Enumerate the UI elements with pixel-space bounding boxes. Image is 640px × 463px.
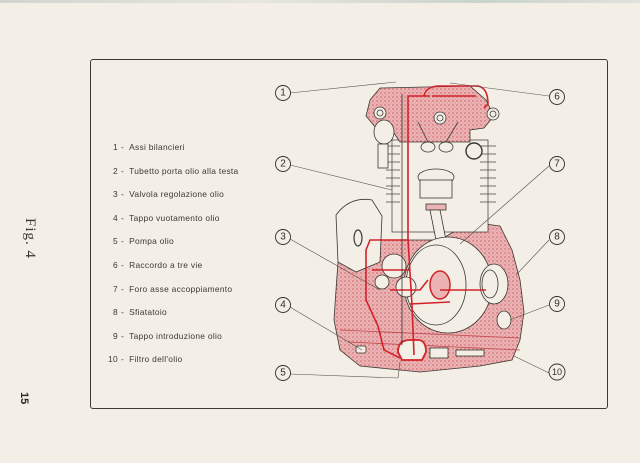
legend-number: 9 <box>113 330 118 341</box>
legend-label: Raccordo a tre vie <box>129 259 203 270</box>
legend-item: 2-Tubetto porta olio alla testa <box>104 166 239 190</box>
exhaust-port <box>465 142 483 160</box>
cover-port <box>353 229 363 247</box>
legend-number: 7 <box>113 283 118 294</box>
legend-number: 1 <box>113 142 118 152</box>
svg-text:9: 9 <box>554 299 560 310</box>
legend-number: 8 <box>113 307 118 318</box>
legend-item: 6-Raccordo a tre vie <box>104 260 239 284</box>
callout-9: 9 <box>549 296 565 312</box>
legend-item: 5-Pompa olio <box>104 236 239 260</box>
svg-text:5: 5 <box>280 368 286 379</box>
legend-number: 10 <box>108 354 118 365</box>
svg-text:7: 7 <box>554 159 560 170</box>
callout-1: 1 <box>275 85 291 101</box>
legend-number: 2 <box>113 165 118 176</box>
svg-text:8: 8 <box>554 232 560 243</box>
gear-right <box>479 263 509 305</box>
legend-item: 4-Tappo vuotamento olio <box>104 213 239 237</box>
legend-label: Sfiatatoio <box>129 307 168 318</box>
legend-label: Tappo introduzione olio <box>129 330 223 341</box>
valves <box>417 121 459 153</box>
flywheel <box>403 236 493 334</box>
legend-label: Tubetto porta olio alla testa <box>129 165 239 176</box>
legend-number: 6 <box>113 259 118 270</box>
legend-item: 9-Tappo introduzione olio <box>104 331 239 355</box>
legend-label: Filtro dell'olio <box>129 354 183 365</box>
legend-item: 10-Filtro dell'olio <box>104 354 239 378</box>
callout-4: 4 <box>275 297 291 313</box>
legend-item: 7-Foro asse accoppiamento <box>104 284 239 308</box>
svg-text:2: 2 <box>280 159 286 170</box>
legend-label: Valvola regolazione olio <box>129 189 225 200</box>
timing-cover <box>335 198 383 273</box>
legend-number: 3 <box>113 189 118 200</box>
callout-5: 5 <box>275 365 291 381</box>
oil-circuit <box>365 85 489 359</box>
callout-7: 7 <box>549 156 565 172</box>
legend-item: 1-Assi bilancieri <box>104 142 239 166</box>
page-top-edge <box>0 0 640 3</box>
oil-pump <box>397 339 427 361</box>
callout-3: 3 <box>275 229 291 245</box>
legend-label: Assi bilancieri <box>129 142 185 152</box>
svg-text:3: 3 <box>280 232 286 243</box>
svg-text:10: 10 <box>552 367 562 377</box>
legend-label: Pompa olio <box>129 236 174 247</box>
legend-label: Foro asse accoppiamento <box>129 283 233 294</box>
sump <box>339 329 521 351</box>
oil-filler-cap <box>496 310 512 330</box>
figure-frame <box>90 59 608 409</box>
leader-lines <box>289 81 550 379</box>
legend-label: Tappo vuotamento olio <box>129 212 220 223</box>
valve-springs <box>373 106 500 125</box>
callout-10: 10 <box>548 363 566 381</box>
oil-filter <box>429 347 485 359</box>
svg-text:6: 6 <box>554 92 560 103</box>
legend: 1-Assi bilancieri 2-Tubetto porta olio a… <box>104 142 239 378</box>
carburetor <box>373 119 395 169</box>
legend-number: 4 <box>113 212 118 223</box>
svg-text:4: 4 <box>280 300 286 311</box>
legend-item: 3-Valvola regolazione olio <box>104 189 239 213</box>
svg-text:1: 1 <box>280 88 286 99</box>
callout-2: 2 <box>275 156 291 172</box>
callout-8: 8 <box>549 229 565 245</box>
callout-6: 6 <box>549 89 565 105</box>
legend-number: 5 <box>113 236 118 247</box>
legend-item: 8-Sfiatatoio <box>104 307 239 331</box>
